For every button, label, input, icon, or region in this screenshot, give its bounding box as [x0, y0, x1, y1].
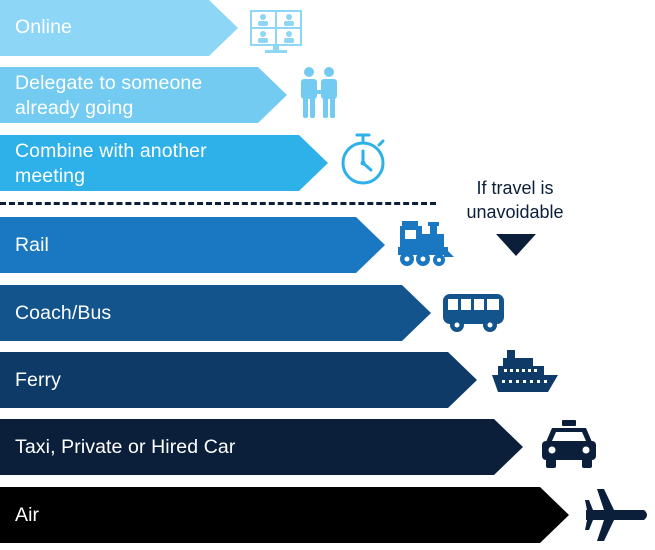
option-label: Combine with another meeting — [15, 140, 207, 187]
option-label: Rail — [15, 234, 49, 256]
option-ferry: Ferry — [0, 352, 477, 408]
option-rail: Rail — [0, 217, 385, 273]
two-people-icon — [301, 67, 337, 118]
option-label: Delegate to someone already going — [15, 72, 203, 119]
option-label: Air — [15, 504, 40, 526]
down-triangle-icon — [496, 234, 536, 256]
option-coach-bus: Coach/Bus — [0, 285, 431, 341]
unavoidable-note: If travel is unavoidable — [466, 178, 564, 222]
option-online: Online — [0, 0, 238, 56]
option-label: Ferry — [15, 369, 61, 391]
option-delegate: Delegate to someone already going — [0, 67, 287, 123]
travel-divider — [0, 202, 436, 205]
train-icon — [398, 221, 454, 266]
option-taxi-car: Taxi, Private or Hired Car — [0, 419, 523, 475]
arrow-band — [0, 67, 287, 123]
arrow-band — [0, 487, 569, 543]
arrow-band — [0, 217, 385, 273]
ferry-icon — [492, 350, 558, 392]
arrow-band — [0, 0, 238, 56]
taxi-icon — [542, 420, 596, 468]
video-call-icon — [250, 10, 302, 53]
option-air: Air — [0, 487, 569, 543]
arrow-band — [0, 135, 328, 191]
bus-icon — [443, 294, 504, 332]
option-label: Coach/Bus — [15, 302, 112, 324]
option-combine: Combine with another meeting — [0, 135, 328, 191]
arrow-band — [0, 285, 431, 341]
option-label: Online — [15, 16, 72, 38]
option-label: Taxi, Private or Hired Car — [15, 436, 236, 458]
stopwatch-icon — [341, 133, 385, 185]
arrow-band — [0, 352, 477, 408]
arrow-band — [0, 419, 523, 475]
airplane-icon — [585, 489, 647, 541]
